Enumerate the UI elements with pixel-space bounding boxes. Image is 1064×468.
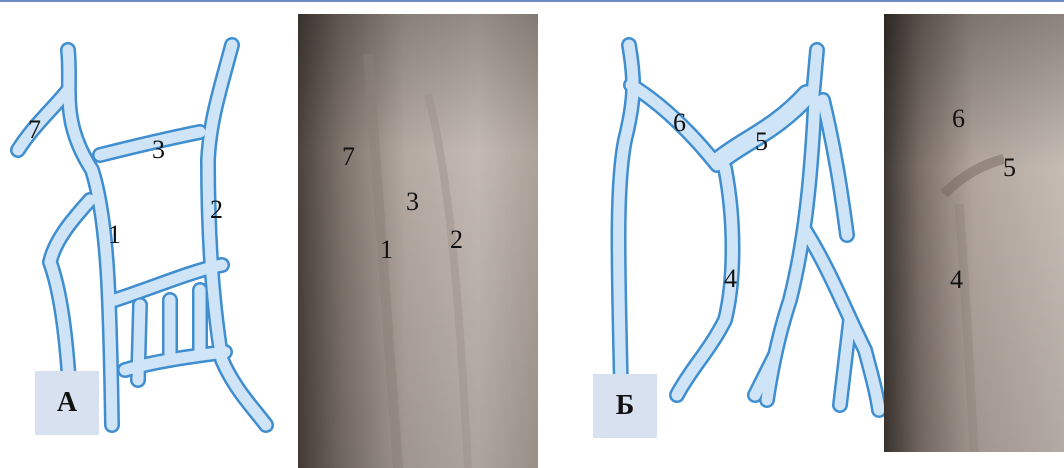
drawing-a-label-2: 2 bbox=[210, 195, 223, 224]
forearm-photo-b-image bbox=[884, 14, 1064, 452]
forearm-photo-b: 6 5 4 bbox=[884, 14, 1064, 452]
drawing-a-label-7: 7 bbox=[28, 115, 41, 144]
photo-a-label-3: 3 bbox=[406, 187, 419, 217]
drawing-b-label-6: 6 bbox=[673, 108, 686, 137]
photo-b-label-6: 6 bbox=[952, 104, 965, 134]
drawing-b-label-4: 4 bbox=[724, 264, 737, 293]
drawing-b-label-5: 5 bbox=[755, 127, 768, 156]
photo-a-label-1: 1 bbox=[380, 235, 393, 265]
forearm-photo-a-image bbox=[298, 14, 538, 468]
forearm-photo-a: 7 3 1 2 bbox=[298, 14, 538, 468]
drawing-a-label-1: 1 bbox=[108, 220, 121, 249]
panel-a-badge: А bbox=[35, 371, 99, 435]
photo-b-label-4: 4 bbox=[950, 265, 963, 295]
panel-b-badge: Б bbox=[593, 374, 657, 438]
photo-a-label-2: 2 bbox=[450, 225, 463, 255]
photo-b-label-5: 5 bbox=[1003, 153, 1016, 183]
drawing-a-label-3: 3 bbox=[152, 135, 165, 164]
photo-a-label-7: 7 bbox=[342, 142, 355, 172]
